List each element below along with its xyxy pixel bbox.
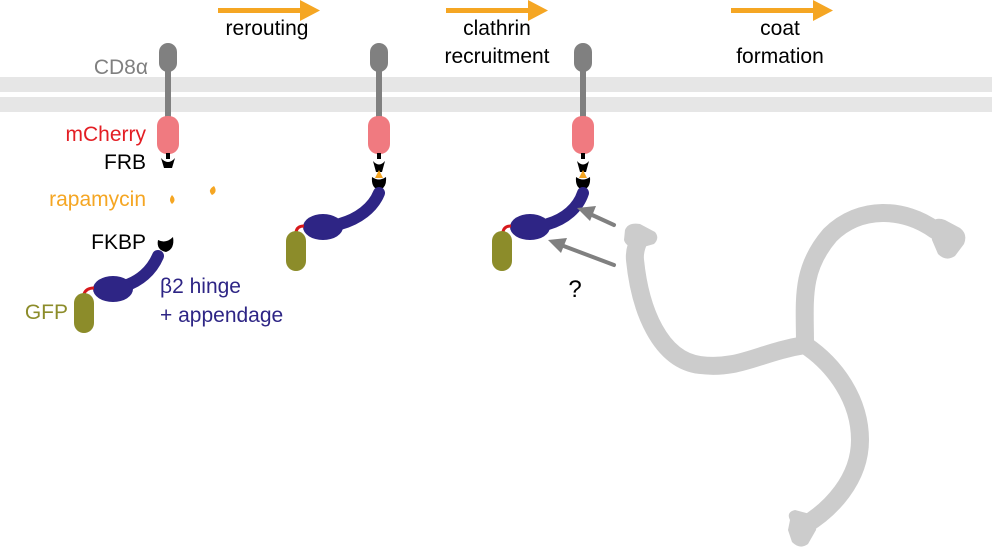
cd8a-anchor-stage2	[370, 43, 388, 120]
question-mark: ?	[568, 276, 581, 303]
pointer-arrow-hinge	[577, 206, 616, 227]
rapamycin-molecule-1	[170, 195, 175, 204]
label-rapamycin: rapamycin	[49, 188, 146, 211]
beta2-appendage-stage1	[93, 276, 133, 302]
step-label-clathrin: clathrin	[463, 17, 531, 40]
step-arrow-rerouting	[218, 0, 320, 21]
label-beta2-hinge: β2 hinge	[160, 275, 241, 298]
gfp-stage1	[74, 293, 94, 333]
linker-stage1	[82, 286, 95, 295]
frb-rapamycin-fkbp-complex-stage2	[371, 161, 387, 190]
beta2-hinge-stage3	[542, 187, 589, 230]
cd8a-anchor-stage1	[159, 43, 177, 120]
pointer-arrow-appendage	[548, 238, 616, 267]
label-mcherry: mCherry	[65, 123, 146, 146]
step-label-formation: formation	[736, 45, 824, 68]
step-label-rerouting: rerouting	[226, 17, 309, 40]
label-fkbp: FKBP	[91, 231, 146, 254]
label-frb: FRB	[104, 151, 146, 174]
gfp-stage2	[286, 231, 306, 271]
mcherry-stage3	[572, 116, 594, 154]
clathrin-terminal-domains	[624, 218, 966, 547]
cd8a-anchor-stage3	[574, 43, 592, 120]
step-arrow-coat-formation	[731, 0, 833, 21]
beta2-appendage-stage2	[303, 214, 343, 240]
step-arrow-clathrin-recruitment	[446, 0, 548, 21]
rapamycin-molecule-2	[209, 186, 216, 195]
plasma-membrane	[0, 77, 992, 112]
frb-rapamycin-fkbp-complex-stage3	[575, 161, 591, 190]
clathrin-triskelion	[625, 204, 944, 534]
mcherry-stage2	[368, 116, 390, 154]
frb-stage1	[161, 158, 175, 168]
beta2-hinge-stage2	[334, 187, 385, 230]
linker-stage3	[501, 224, 512, 233]
step-label-recruitment: recruitment	[444, 45, 549, 68]
step-label-coat: coat	[760, 17, 800, 40]
label-cd8a: CD8α	[94, 56, 148, 79]
fkbp-stage1	[157, 237, 174, 252]
label-appendage: + appendage	[160, 304, 283, 327]
mcherry-stage1	[157, 116, 179, 154]
beta2-appendage-stage3	[510, 214, 550, 240]
label-gfp: GFP	[25, 301, 68, 324]
gfp-stage3	[492, 231, 512, 271]
